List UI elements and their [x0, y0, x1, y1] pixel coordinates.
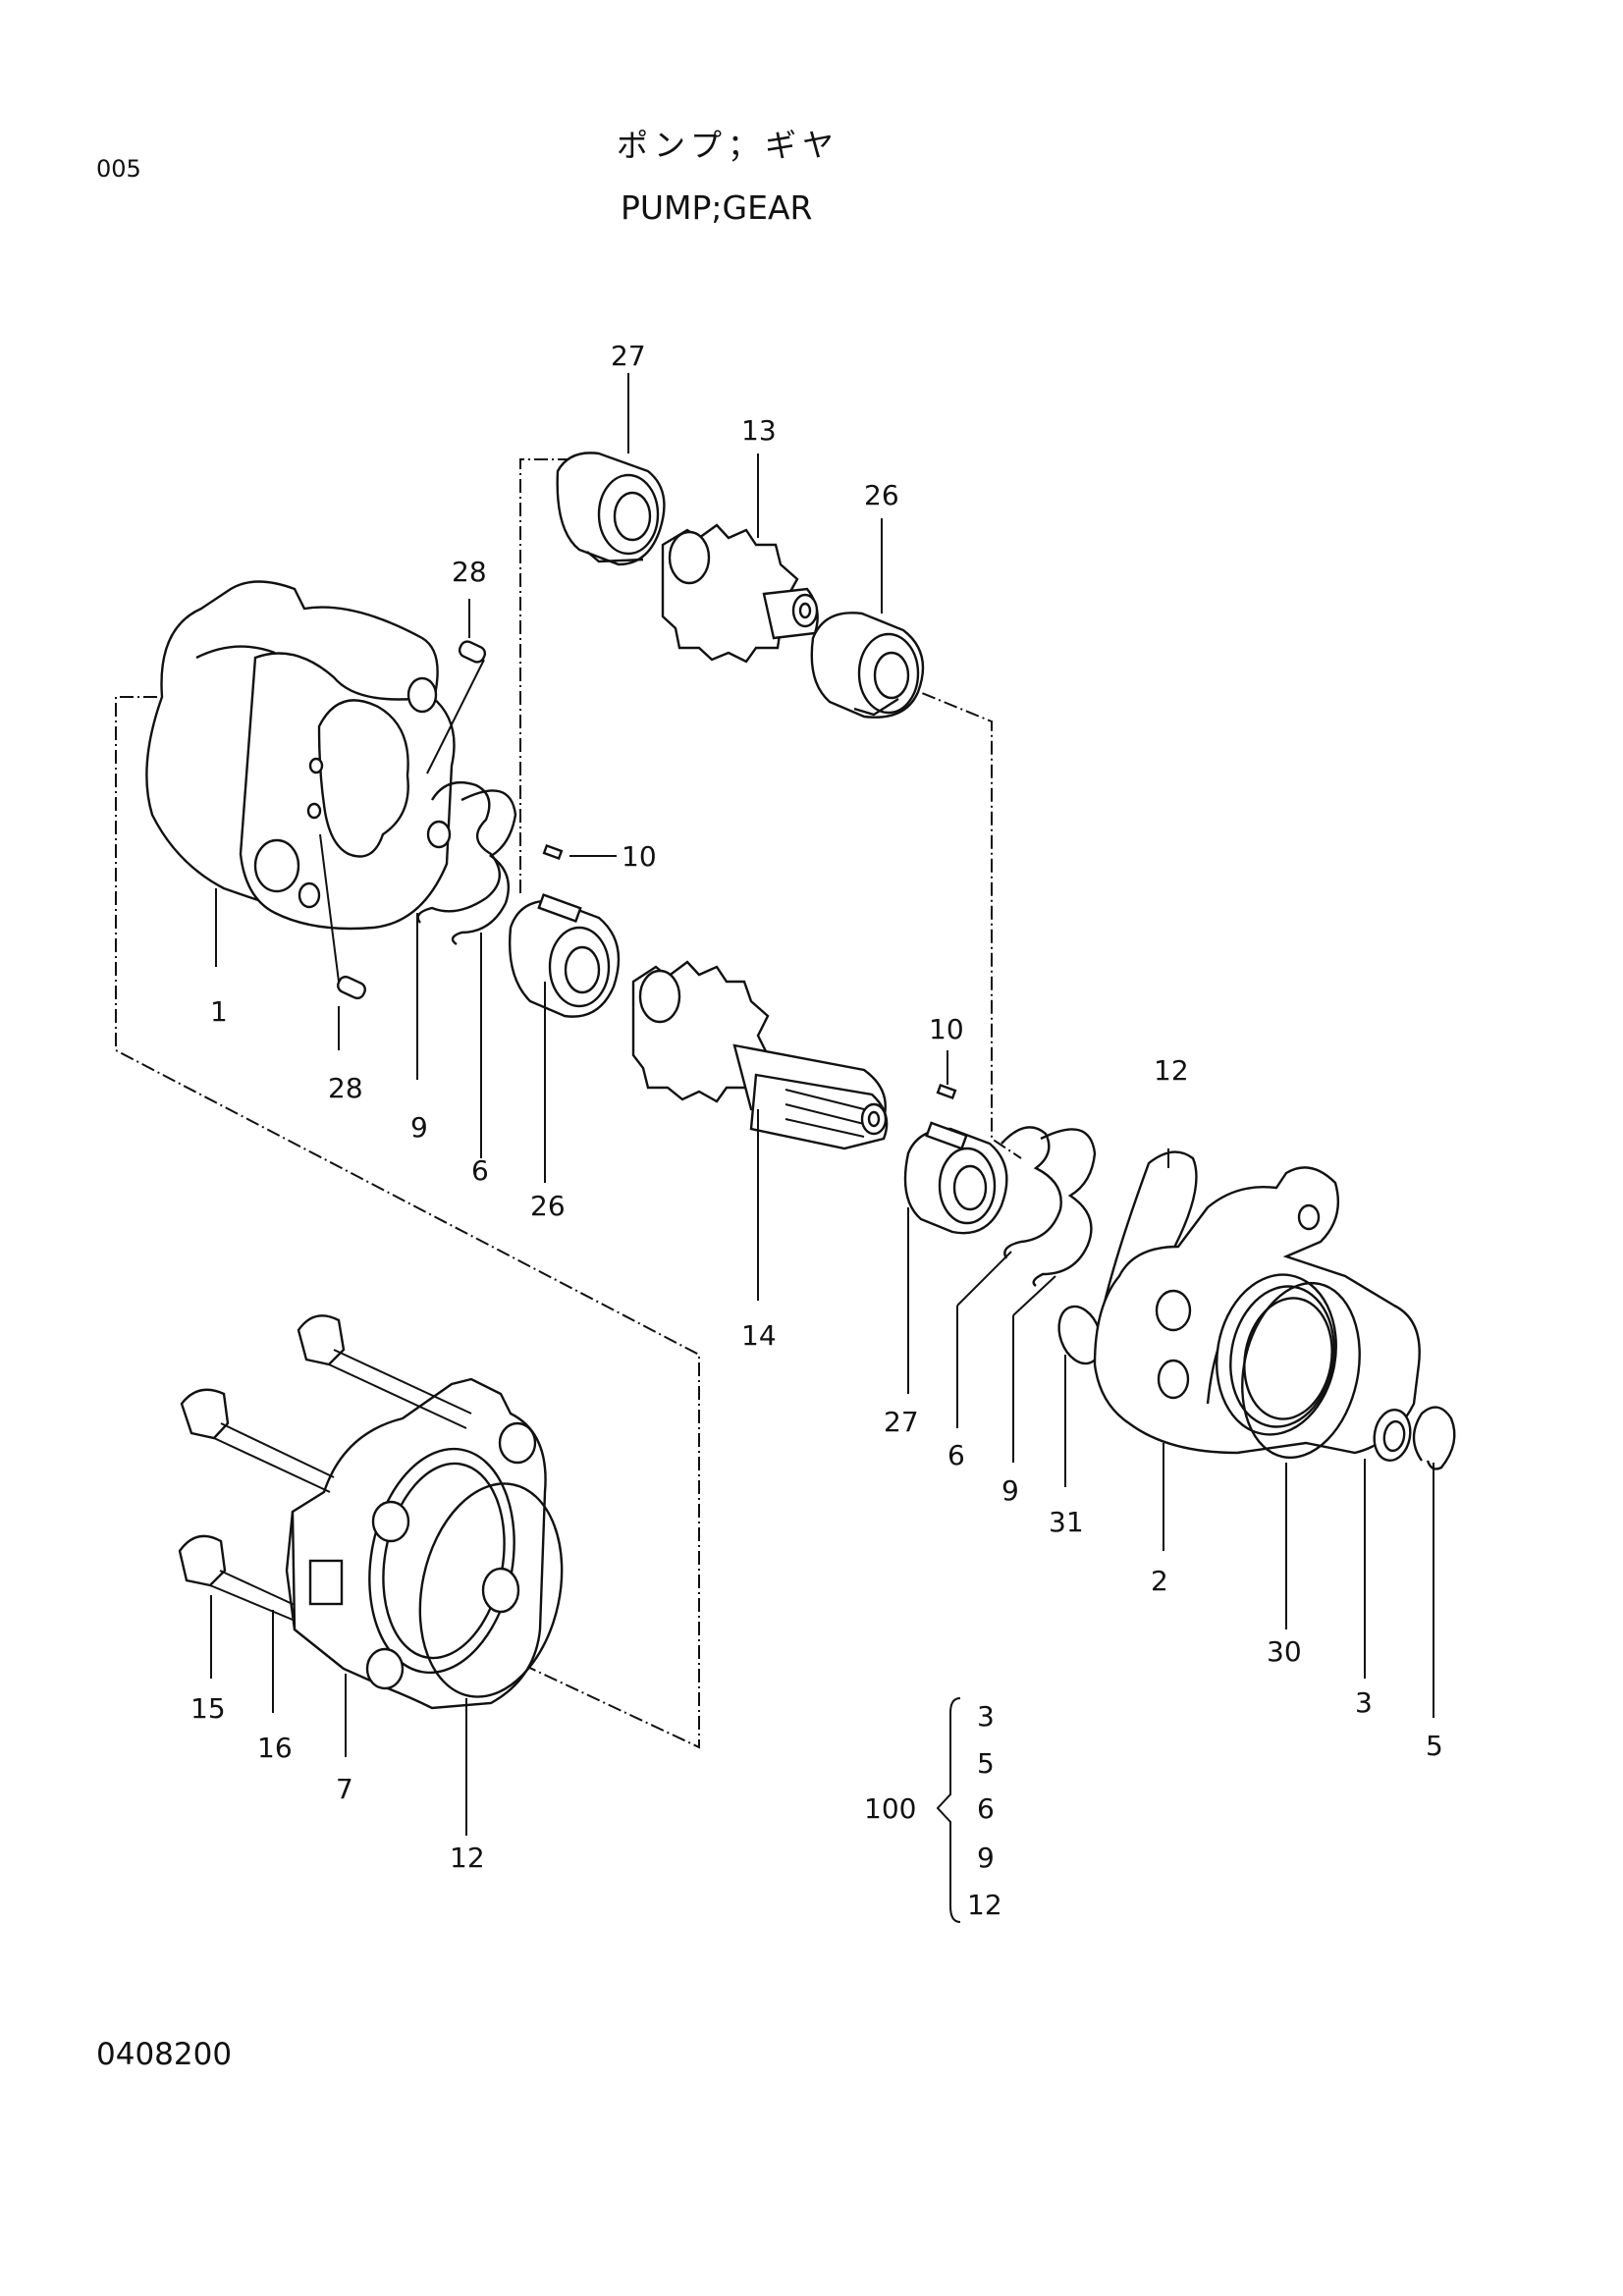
kit-item: 12: [967, 1889, 1002, 1921]
callout-2: 2: [1151, 1565, 1168, 1597]
callout-12: 12: [1154, 1054, 1189, 1087]
bushing-part-27-top: [556, 452, 666, 566]
callout-31: 31: [1049, 1506, 1084, 1538]
callout-14: 14: [741, 1319, 777, 1352]
bushing-part-26-top: [810, 612, 925, 719]
kit-item: 3: [977, 1700, 995, 1733]
kit-item: 9: [977, 1842, 995, 1874]
callout-28: 28: [452, 556, 487, 588]
callout-27: 27: [611, 340, 646, 372]
callout-15: 15: [190, 1692, 226, 1725]
callout-9: 9: [410, 1111, 428, 1144]
cover-part-2: [1093, 1166, 1421, 1455]
key-part-10-right: [936, 1083, 957, 1100]
bushing-part-26-middle: [509, 893, 621, 1018]
callout-13: 13: [741, 414, 777, 447]
title-english: PUMP;GEAR: [621, 188, 813, 227]
bolt-ends-on-flange: [365, 1421, 537, 1690]
pump-body-part-1: [145, 580, 456, 931]
oil-seal-part-3: [1373, 1409, 1412, 1462]
page-code: 005: [96, 155, 141, 183]
driven-gear-part-13: [661, 523, 819, 664]
callout-28: 28: [328, 1072, 363, 1104]
drawing-number: 0408200: [96, 2037, 233, 2072]
callout-10: 10: [622, 840, 657, 873]
assembly-lines: [115, 458, 1022, 1749]
callout-1: 1: [210, 995, 228, 1028]
dowel-pin-part-28: [337, 640, 487, 1000]
seal-rings-right: [1001, 1126, 1097, 1287]
leader-lines: [210, 373, 1434, 1836]
callout-labels: 27 13 26 28 10 1 28 9 6 26 14 10 12 27 6…: [190, 340, 1443, 1874]
callout-7: 7: [336, 1773, 353, 1805]
callout-30: 30: [1267, 1635, 1302, 1668]
end-flange-part-7: [285, 1377, 547, 1710]
kit-item: 5: [977, 1747, 995, 1780]
bolts-part-15-16: [178, 1314, 472, 1621]
callout-12: 12: [450, 1842, 485, 1874]
snap-ring-part-5: [1412, 1406, 1456, 1470]
o-ring-part-12-left: [418, 1482, 564, 1698]
callout-26: 26: [864, 479, 899, 511]
callout-16: 16: [257, 1732, 293, 1764]
callout-26: 26: [530, 1190, 566, 1222]
callout-6: 6: [947, 1439, 965, 1471]
kit-100-group: 100 3 5 6 9 12: [864, 1697, 1002, 1923]
callout-3: 3: [1355, 1686, 1373, 1719]
kit-item: 6: [977, 1792, 995, 1825]
drive-gear-shaft-part-14: [631, 960, 889, 1150]
o-ring-part-30: [1241, 1281, 1361, 1460]
callout-5: 5: [1426, 1730, 1443, 1762]
callout-6: 6: [471, 1154, 489, 1187]
callout-10: 10: [929, 1013, 964, 1045]
seal-rings-left: [416, 780, 517, 945]
key-part-10-left: [542, 843, 564, 861]
callout-27: 27: [884, 1406, 919, 1438]
bushing-part-27-lower: [903, 1121, 1008, 1235]
kit-number: 100: [864, 1792, 916, 1825]
callout-9: 9: [1001, 1474, 1019, 1507]
title-japanese: ポンプ；ギヤ: [617, 127, 840, 164]
